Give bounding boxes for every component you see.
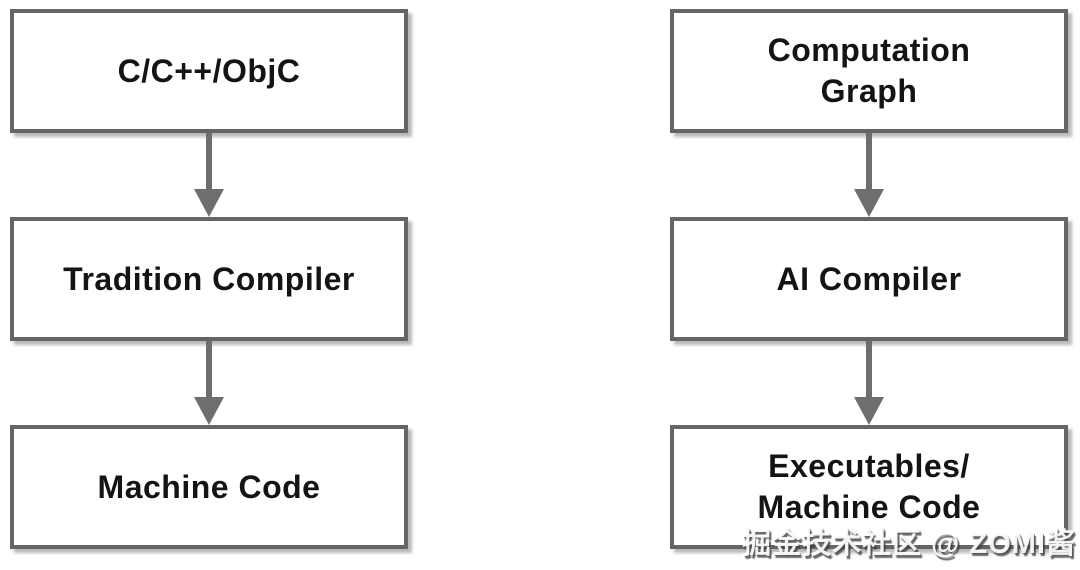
box-label: Tradition Compiler [63,260,355,297]
box-label: Computation Graph [767,32,971,109]
watermark: 掘金技术社区 @ ZOMI酱 [742,528,1076,560]
box-label: C/C++/ObjC [117,52,301,89]
ai-compiler-flow: Computation Graph AI Compiler Executable… [670,9,1068,549]
flow-box-tradition-compiler: Tradition Compiler [10,217,408,341]
arrow-shaft [866,133,872,189]
box-label: Machine Code [97,468,321,505]
box-label: AI Compiler [776,260,962,297]
arrow-head [854,397,884,425]
down-arrow-icon [10,133,408,217]
traditional-compiler-flow: C/C++/ObjC Tradition Compiler Machine Co… [10,9,408,549]
arrow-head [854,189,884,217]
down-arrow-icon [670,133,1068,217]
flow-box-machine-code: Machine Code [10,425,408,549]
arrow-shaft [866,341,872,397]
flow-box-computation-graph: Computation Graph [670,9,1068,133]
box-label: Executables/ Machine Code [757,448,981,525]
arrow-shaft [206,133,212,189]
arrow-head [194,189,224,217]
down-arrow-icon [670,341,1068,425]
arrow-head [194,397,224,425]
flow-box-executables-machine-code: Executables/ Machine Code [670,425,1068,549]
arrow-shaft [206,341,212,397]
down-arrow-icon [10,341,408,425]
flow-box-ai-compiler: AI Compiler [670,217,1068,341]
flow-box-source-code: C/C++/ObjC [10,9,408,133]
